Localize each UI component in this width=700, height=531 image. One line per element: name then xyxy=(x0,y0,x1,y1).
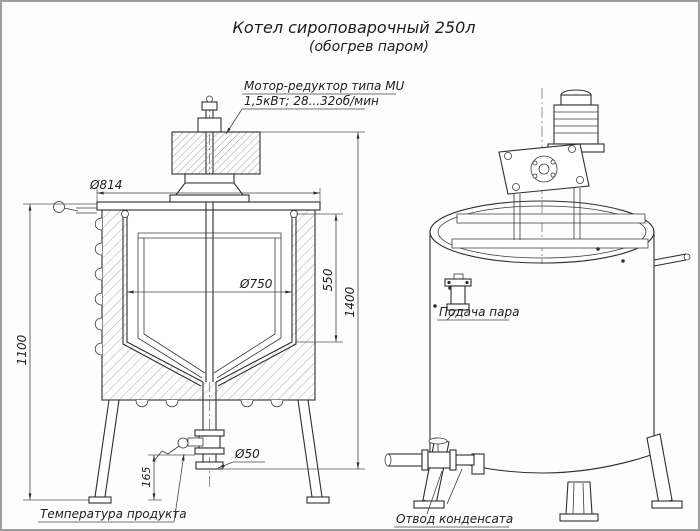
dim-body-height: 1100 xyxy=(15,203,97,501)
bottom-outlet-valve xyxy=(194,382,225,470)
svg-text:Подача пара: Подача пара xyxy=(439,305,519,319)
temperature-sensor xyxy=(153,437,204,462)
svg-text:550: 550 xyxy=(321,268,335,291)
jacket-scallops xyxy=(94,217,284,408)
side-view: Подача пара Отвод конденсата xyxy=(384,88,691,528)
drawing-title: Котел сироповарочный 250л xyxy=(233,18,476,37)
motor xyxy=(547,89,605,153)
cross-section-view: Ø814 Ø750 550 1400 1100 xyxy=(15,79,405,523)
svg-text:165: 165 xyxy=(140,467,153,488)
gearbox-legs xyxy=(513,188,581,240)
gearbox-plate xyxy=(498,143,590,195)
callout-product-temperature: Температура продукта xyxy=(38,453,187,523)
steam-supply-valve xyxy=(444,273,472,311)
svg-text:Отвод конденсата: Отвод конденсата xyxy=(396,512,513,526)
agitator xyxy=(137,232,282,379)
side-handle xyxy=(653,253,691,267)
svg-text:Мотор-редуктор типа MU: Мотор-редуктор типа MU xyxy=(244,79,405,93)
tank-legs xyxy=(413,433,683,522)
motor-reducer-section xyxy=(169,117,261,203)
dim-outlet-diameter: Ø50 xyxy=(217,447,265,469)
dim-vessel-depth: 550 xyxy=(296,213,343,343)
inner-vessel xyxy=(121,210,298,387)
dim-vessel-diameter: Ø750 xyxy=(127,277,292,294)
svg-text:Ø50: Ø50 xyxy=(234,447,260,461)
callout-condensate-drain: Отвод конденсата xyxy=(394,470,513,528)
svg-text:1100: 1100 xyxy=(15,334,29,365)
kettle-legs-section xyxy=(88,399,330,504)
motor-note: Мотор-редуктор типа MU 1,5кВт; 28...32об… xyxy=(225,79,405,135)
motor-mount-rails xyxy=(451,213,649,249)
svg-text:1,5кВт; 28...32об/мин: 1,5кВт; 28...32об/мин xyxy=(244,94,379,108)
dim-lid-diameter: Ø814 xyxy=(89,178,321,202)
condensate-drain-valve xyxy=(384,437,485,505)
kettle-lid xyxy=(96,201,321,211)
svg-text:Температура продукта: Температура продукта xyxy=(40,507,187,521)
svg-text:Ø750: Ø750 xyxy=(239,277,273,291)
dim-outlet-height: 165 xyxy=(140,454,195,501)
steam-jacket xyxy=(101,209,316,401)
callout-steam-supply: Подача пара xyxy=(437,305,519,321)
drawing-subtitle: (обогрев паром) xyxy=(309,39,429,55)
lid-valve-icon xyxy=(53,201,97,214)
dim-overall-height: 1400 xyxy=(224,131,365,470)
svg-text:1400: 1400 xyxy=(343,286,357,317)
svg-text:Ø814: Ø814 xyxy=(89,178,122,192)
